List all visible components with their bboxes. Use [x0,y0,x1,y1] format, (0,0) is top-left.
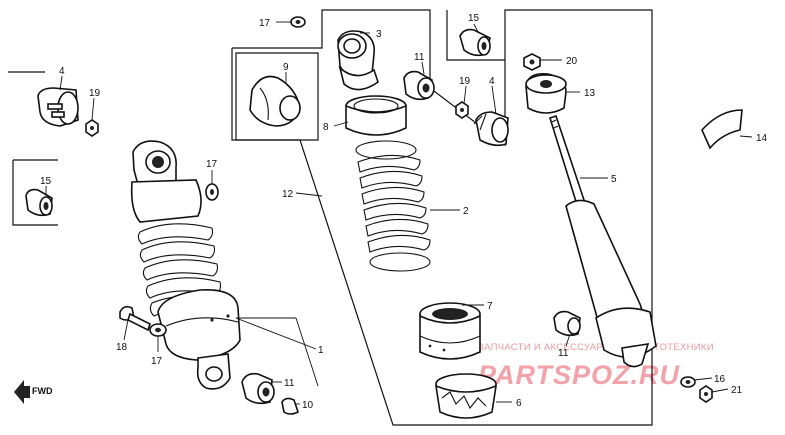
callout-4-left: 4 [59,66,65,77]
fwd-arrow-icon [14,380,30,404]
callout-9: 9 [283,62,289,73]
callout-11-lower-right: 11 [558,348,569,359]
callout-14: 14 [756,133,768,144]
pin-10 [281,397,299,415]
rubber-bush-13 [525,72,567,114]
watermark: ЗАПЧАСТИ И АКСЕССУАРЫ ДЛЯ МОТОТЕХНИКИ PA… [478,342,714,390]
rubber-boot [249,75,301,127]
washer-17-top [290,16,306,28]
collar-4-left [37,87,79,127]
washer-17-low [149,323,167,337]
callout-16: 16 [714,374,726,385]
callout-5: 5 [611,174,617,185]
collar-15-left [25,188,53,217]
callout-15-top: 15 [468,13,480,24]
bushing-11-upper [403,70,435,101]
spring [355,140,431,272]
callout-18: 18 [116,342,128,353]
nut-21 [699,385,713,403]
shock-absorber-assembly [130,140,241,390]
watermark-brand: PARTSPOZ.RU [478,360,681,390]
bushing-11-lower-right [553,310,581,337]
callout-4-right: 4 [489,76,495,87]
washer-16 [680,376,696,388]
callout-1: 1 [318,345,324,356]
callout-19-right: 19 [459,76,471,87]
callout-7: 7 [487,301,493,312]
upper-mount-eye [337,30,379,91]
fwd-label: FWD [32,386,53,396]
callout-20: 20 [566,56,578,67]
forward-arrow: FWD [14,380,53,404]
callout-2: 2 [463,206,469,217]
callout-10: 10 [302,400,314,411]
callout-21: 21 [731,385,743,396]
callout-17-top: 17 [259,18,271,29]
collar-4-right [473,111,509,147]
nut-19-left [85,119,99,137]
leader-lines [45,21,753,405]
callout-8: 8 [323,122,329,133]
spring-seat-upper [345,95,407,136]
callout-11-top: 11 [414,52,425,63]
callout-15-left: 15 [40,176,52,187]
callout-12: 12 [282,189,294,200]
spring-adjuster-6 [434,373,498,419]
subassembly-15-frame [446,10,505,61]
callout-3: 3 [376,29,382,40]
lower-spring-seat-7 [419,302,481,360]
caution-label-14 [701,109,743,150]
nut-20 [523,53,541,71]
bolt-18 [119,305,151,332]
watermark-tagline: ЗАПЧАСТИ И АКСЕССУАРЫ ДЛЯ МОТОТЕХНИКИ [478,342,714,353]
nut-19-right [455,101,469,119]
collar-15-top [459,28,491,57]
callout-19-left: 19 [89,88,101,99]
subassembly-9-frame [235,52,319,141]
callout-13: 13 [584,88,596,99]
callout-11-lower-left: 11 [284,378,295,389]
damper-5 [549,114,657,368]
callout-17-mid: 17 [206,159,218,170]
washer-17-mid [205,183,219,201]
left-bracket-15 [12,160,58,226]
callout-17-low: 17 [151,356,163,367]
callout-6: 6 [516,398,522,409]
callout-labels: 17 3 15 20 4 19 9 11 19 4 13 8 14 17 15 … [40,13,768,411]
bushing-11-lower-left [241,372,275,405]
